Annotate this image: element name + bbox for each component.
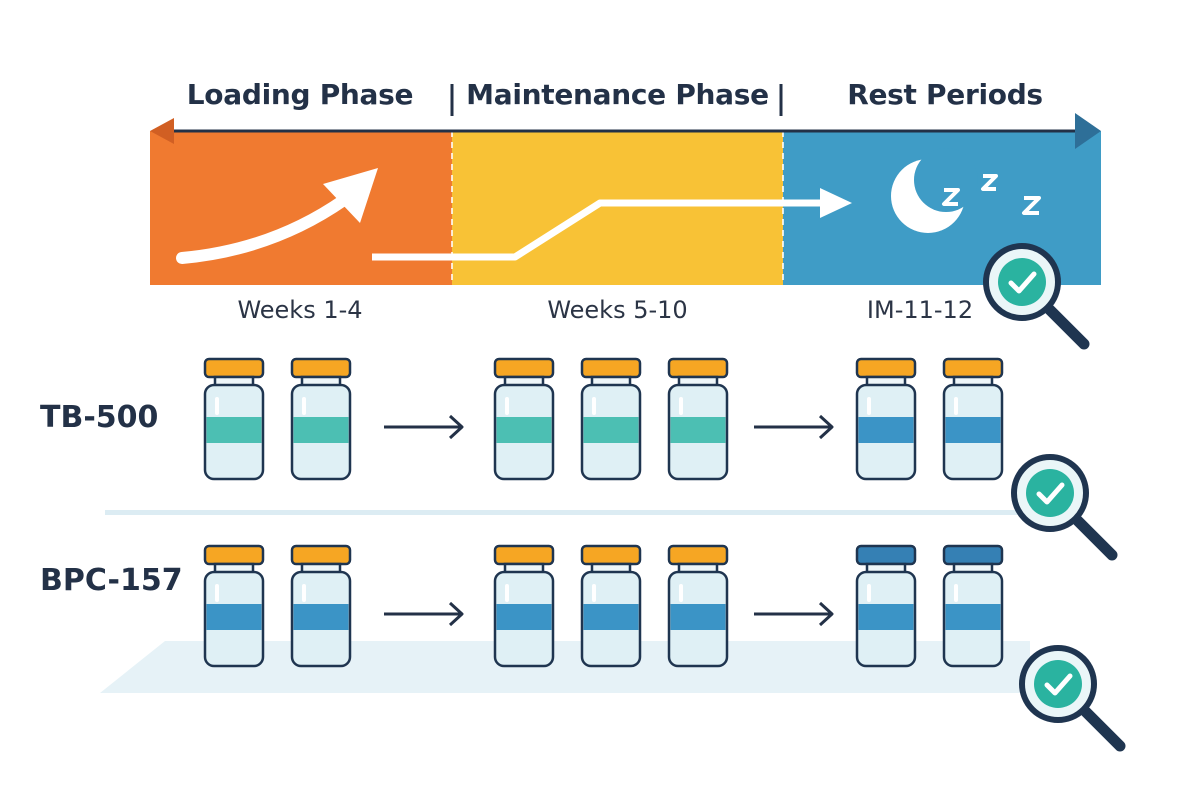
phase-header-maintenance: Maintenance Phase [466,78,769,111]
vial-band [496,417,552,443]
vial-cap [942,357,1004,379]
vial-cap [942,544,1004,566]
vial-cap [580,544,642,566]
phase-header-loading: Loading Phase [186,78,414,111]
vial-cap [290,357,352,379]
vial-icon [942,544,1004,668]
check-badge [1026,469,1074,517]
vial-icon [855,357,917,481]
vial-band [496,604,552,630]
vial-cap [667,544,729,566]
vial-icon [580,544,642,668]
right-arrow-icon [754,414,834,440]
vial-cap [855,357,917,379]
vial-icon [942,357,1004,481]
sleep-z-1 [942,188,960,206]
magnifier-handle [1072,515,1118,561]
check-badge [1034,660,1082,708]
flat-arrow-head [820,188,852,218]
right-arrow-icon [384,601,464,627]
timeline-arrow-icon [150,113,1101,149]
check-mark [1008,271,1037,294]
vial-icon [203,357,265,481]
vial-band [670,604,726,630]
vial-icon [667,544,729,668]
arrow-head [448,601,464,627]
vial-band [858,417,914,443]
vial-icon [493,357,555,481]
vial-band [670,417,726,443]
vial-band [945,417,1001,443]
vial-cap [203,544,265,566]
vial-band [206,604,262,630]
arrow-head [448,414,464,440]
rising-arrow-shaft [176,194,350,264]
right-arrow-icon [754,601,834,627]
weeks-label-rest: IM-11-12 [866,296,974,324]
check-mark [1036,482,1065,505]
magnifier-handle [1080,706,1126,752]
vial-band [293,417,349,443]
vial-cap [493,357,555,379]
row-divider [105,510,1065,515]
rising-arrow-head [323,168,378,223]
arrow-head [818,414,834,440]
timeline-arrowhead-right [1075,113,1101,149]
vial-icon [855,544,917,668]
weeks-label-loading: Weeks 1-4 [237,296,363,324]
vial-cap [580,357,642,379]
vial-cap [493,544,555,566]
check-badge [998,258,1046,306]
vial-icon [290,544,352,668]
vial-band [293,604,349,630]
moon-sleep-icon [891,148,1041,233]
sleep-z-2 [981,174,998,191]
weeks-label-maintenance: Weeks 5-10 [547,296,688,324]
magnifier-check-icon [983,243,1090,350]
magnifier-check-icon [1011,454,1118,561]
vial-band [583,417,639,443]
flat-arrow-shaft [372,199,822,261]
rising-arrow-icon [176,168,378,264]
vial-cap [203,357,265,379]
vial-icon [580,357,642,481]
sleep-z-3 [1022,196,1041,215]
magnifier-check-icon [1019,645,1126,752]
vial-icon [667,357,729,481]
vial-icon [493,544,555,668]
vial-cap [290,544,352,566]
vial-band [858,604,914,630]
vial-icon [203,544,265,668]
phase-band-maintenance [452,131,783,285]
vial-band [945,604,1001,630]
vial-band [583,604,639,630]
phase-header-rest: Rest Periods [847,78,1043,111]
timeline-arrowhead-left [150,118,174,144]
vial-icon [290,357,352,481]
row-label-tb500: TB-500 [40,400,159,435]
magnifier-handle [1044,304,1090,350]
flat-arrow-icon [372,188,852,261]
right-arrow-icon [384,414,464,440]
row-label-bpc157: BPC-157 [40,563,183,598]
moon-cutout [914,148,978,212]
check-mark [1044,673,1073,696]
vial-cap [855,544,917,566]
vial-band [206,417,262,443]
arrow-head [818,601,834,627]
vial-cap [667,357,729,379]
